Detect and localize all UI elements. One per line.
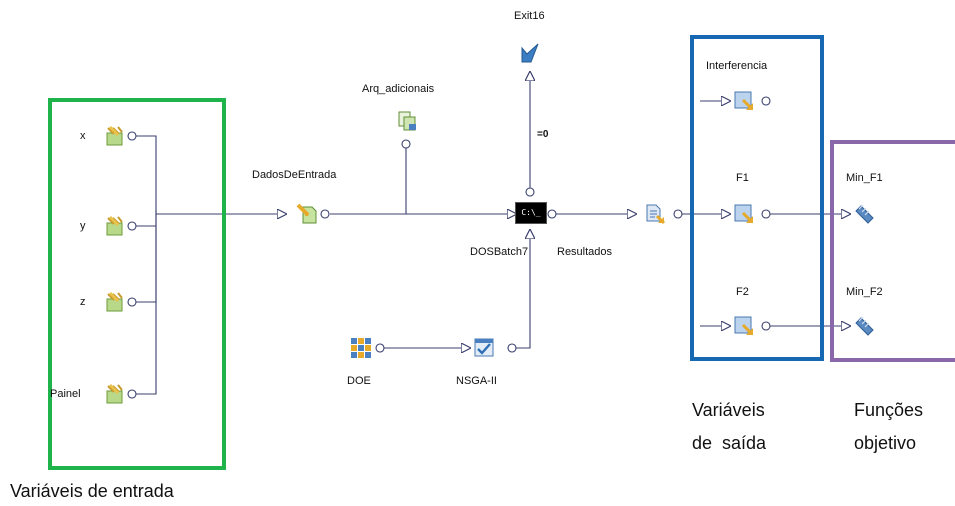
objective-caption-line1: Funções <box>854 400 924 420</box>
condition-label: =0 <box>537 129 549 140</box>
port-y <box>127 221 137 231</box>
port-f1-out <box>761 209 771 219</box>
wire-painel <box>136 210 157 395</box>
input-label-painel: Painel <box>50 388 81 400</box>
exit-flag-icon[interactable] <box>519 42 541 64</box>
objective-caption-line2: objetivo <box>854 433 917 453</box>
dados-label: DadosDeEntrada <box>252 169 337 181</box>
input-label-y: y <box>80 220 86 232</box>
wire-x <box>136 135 157 210</box>
exit-label: Exit16 <box>514 10 545 22</box>
interferencia-label: Interferencia <box>706 60 768 72</box>
port-batch-out <box>547 209 557 219</box>
port-x <box>127 131 137 141</box>
dosbatch-label: DOSBatch7 <box>470 246 529 258</box>
port-f2-out <box>761 321 771 331</box>
port-results-out <box>673 209 683 219</box>
wire-nsga-to-batch <box>516 230 530 349</box>
nsga-label: NSGA-II <box>456 375 497 387</box>
doe-label: DOE <box>347 375 371 387</box>
objective-satellite-icon[interactable] <box>853 315 875 337</box>
f2-label: F2 <box>736 286 749 298</box>
port-interferencia-out <box>761 96 771 106</box>
input-variables-caption: Variáveis de entrada <box>10 481 174 501</box>
objective-functions-box <box>830 140 955 362</box>
output-variables-caption-line2: de saída <box>692 433 767 453</box>
output-files-icon[interactable] <box>644 203 666 225</box>
output-variables-box <box>690 35 824 361</box>
input-variable-icon[interactable] <box>104 215 126 237</box>
input-variables-box <box>48 98 226 470</box>
arq-label: Arq_adicionais <box>362 83 435 95</box>
input-label-x: x <box>80 130 86 142</box>
port-painel <box>127 389 137 399</box>
min-f1-label: Min_F1 <box>846 172 883 184</box>
input-variable-icon[interactable] <box>104 125 126 147</box>
output-variable-icon[interactable] <box>733 90 755 112</box>
port-nsga-out <box>507 343 517 353</box>
output-variable-icon[interactable] <box>733 203 755 225</box>
dos-batch-icon[interactable]: C:\_ <box>515 202 547 224</box>
support-files-icon[interactable] <box>396 110 418 132</box>
objective-satellite-icon[interactable] <box>853 203 875 225</box>
port-z <box>127 297 137 307</box>
port-batch-top <box>525 187 535 197</box>
port-arq-out <box>401 139 411 149</box>
data-input-icon[interactable] <box>296 203 318 225</box>
output-variables-caption-line1: Variáveis <box>692 400 765 420</box>
port-dados-out <box>320 209 330 219</box>
resultados-label: Resultados <box>557 246 613 258</box>
port-doe-out <box>375 343 385 353</box>
dos-batch-icon-text: C:\_ <box>521 208 541 217</box>
min-f2-label: Min_F2 <box>846 286 883 298</box>
input-label-z: z <box>80 296 86 308</box>
output-variable-icon[interactable] <box>733 315 755 337</box>
input-variable-icon[interactable] <box>104 383 126 405</box>
input-variable-icon[interactable] <box>104 291 126 313</box>
doe-grid-icon[interactable] <box>350 337 372 359</box>
scheduler-icon[interactable] <box>473 336 495 358</box>
f1-label: F1 <box>736 172 749 184</box>
